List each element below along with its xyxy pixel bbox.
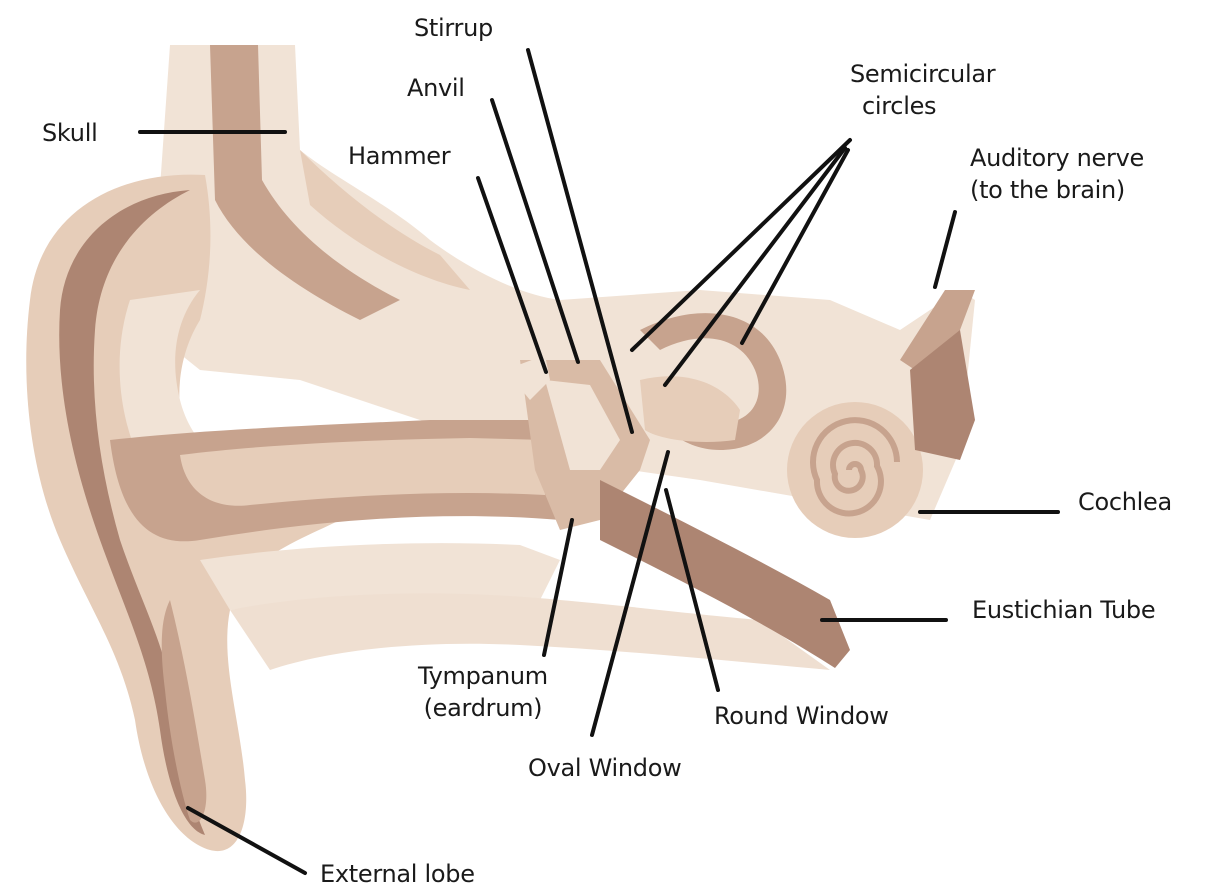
label-anvil: Anvil xyxy=(407,72,465,104)
label-hammer: Hammer xyxy=(348,140,450,172)
label-tympanum-line2: (eardrum) xyxy=(418,692,548,724)
label-tympanum: Tympanum (eardrum) xyxy=(418,660,548,724)
auditory-leader xyxy=(935,212,955,287)
label-semicircular-circles: Semicircular circles xyxy=(850,58,995,122)
label-round-window: Round Window xyxy=(714,700,889,732)
label-auditory-line2: (to the brain) xyxy=(970,174,1144,206)
label-eustichian-tube: Eustichian Tube xyxy=(972,594,1155,626)
label-auditory-nerve: Auditory nerve (to the brain) xyxy=(970,142,1144,206)
label-oval-window: Oval Window xyxy=(528,752,681,784)
label-semicircular-line2: circles xyxy=(850,90,995,122)
label-skull: Skull xyxy=(42,117,97,149)
label-auditory-line1: Auditory nerve xyxy=(970,142,1144,174)
label-tympanum-line1: Tympanum xyxy=(418,660,548,692)
label-semicircular-line1: Semicircular xyxy=(850,58,995,90)
label-external-lobe: External lobe xyxy=(320,858,475,890)
label-stirrup: Stirrup xyxy=(414,12,493,44)
label-cochlea: Cochlea xyxy=(1078,486,1172,518)
